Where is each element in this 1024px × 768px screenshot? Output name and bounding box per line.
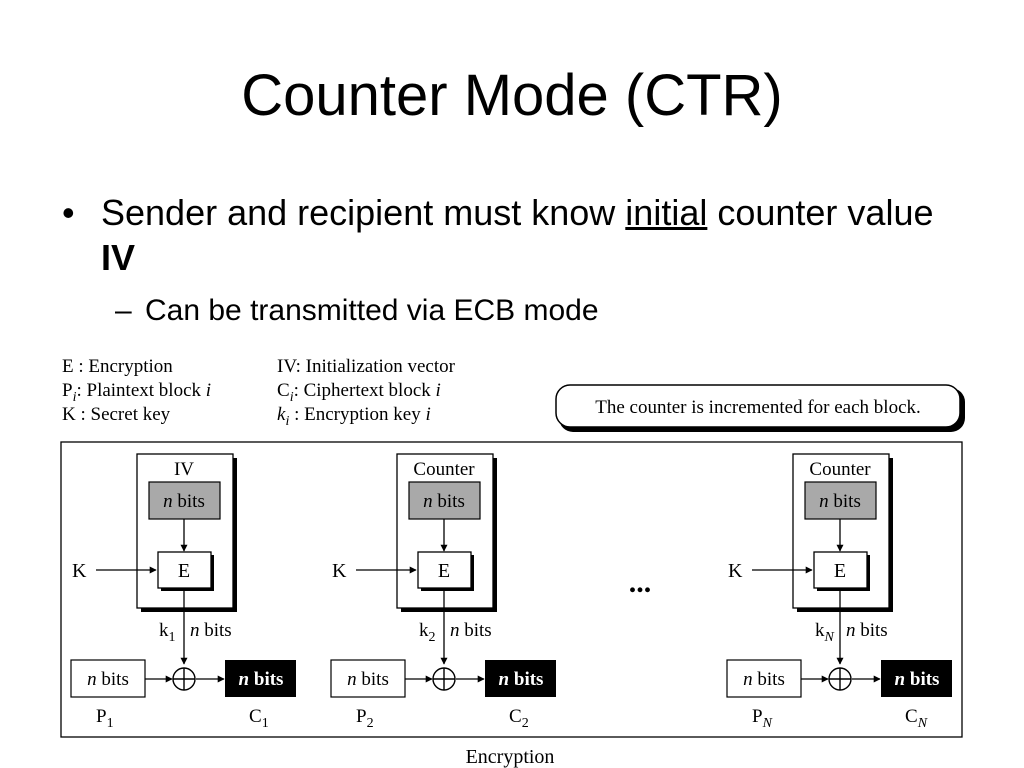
ciphertext-symbol: C2 [509,706,529,731]
ciphertext-box [225,660,296,697]
legend: E : Encryption Pi: Plaintext block i K :… [62,356,456,429]
keystream-label: k2 [419,620,436,645]
legend-c: Ci: Ciphertext block i [277,380,441,405]
plaintext-label: n bits [347,669,389,690]
plaintext-box [726,659,802,698]
ciphertext-box [485,660,556,697]
legend-k: K : Secret key [62,404,171,425]
diagram-frame [60,441,963,738]
ciphertext-label: n bits [895,669,940,690]
encrypt-box [157,551,212,589]
callout: The counter is incremented for each bloc… [555,384,965,432]
legend-p: Pi: Plaintext block i [62,380,211,405]
encrypt-box [813,551,868,589]
keystream-label: k1 [159,620,176,645]
plaintext-box [70,659,146,698]
sub-bullet-marker: – [115,294,132,327]
ciphertext-symbol: C1 [249,706,269,731]
bullet-text-part1: Sender and recipient must know [101,192,626,233]
plaintext-label: n bits [743,669,785,690]
counter-value-box [804,481,877,520]
sub-bullet-text: Can be transmitted via ECB mode [145,294,599,327]
slide-title: Counter Mode (CTR) [241,63,783,128]
keystream-label: kN [815,620,835,645]
keystream-bits: n bits [846,620,888,641]
keystream-bits: n bits [190,620,232,641]
legend-e: E : Encryption [62,356,173,377]
ellipsis: ... [629,566,652,599]
legend-iv: IV: Initialization vector [277,356,456,377]
bullet-bold-iv: IV [101,237,136,278]
plaintext-box [330,659,406,698]
plaintext-symbol: P1 [96,706,114,731]
keystream-bits: n bits [450,620,492,641]
counter-header: Counter [413,459,475,480]
plaintext-symbol: PN [752,706,773,731]
bullet-underlined-word: initial [625,192,708,233]
counter-value-label: n bits [163,491,205,512]
counter-value-label: n bits [819,491,861,512]
counter-header: Counter [809,459,871,480]
plaintext-symbol: P2 [356,706,374,731]
encrypt-label: E [834,560,846,582]
plaintext-label: n bits [87,669,129,690]
counter-value-label: n bits [423,491,465,512]
bullet-text: Sender and recipient must know initial c… [101,190,961,280]
encrypt-label: E [178,560,190,582]
ciphertext-label: n bits [499,669,544,690]
legend-ki: ki : Encryption key i [277,404,431,429]
bullet-text-part2: counter value [707,192,934,233]
counter-value-box [408,481,481,520]
ciphertext-box [881,660,952,697]
counter-header: IV [174,459,194,480]
key-label: K [72,560,87,582]
ciphertext-symbol: CN [905,706,928,731]
encrypt-label: E [438,560,450,582]
bullet-marker: • [62,192,75,233]
ciphertext-label: n bits [239,669,284,690]
figure-caption: Encryption [466,746,555,768]
key-label: K [728,560,743,582]
callout-text: The counter is incremented for each bloc… [595,397,921,418]
key-label: K [332,560,347,582]
